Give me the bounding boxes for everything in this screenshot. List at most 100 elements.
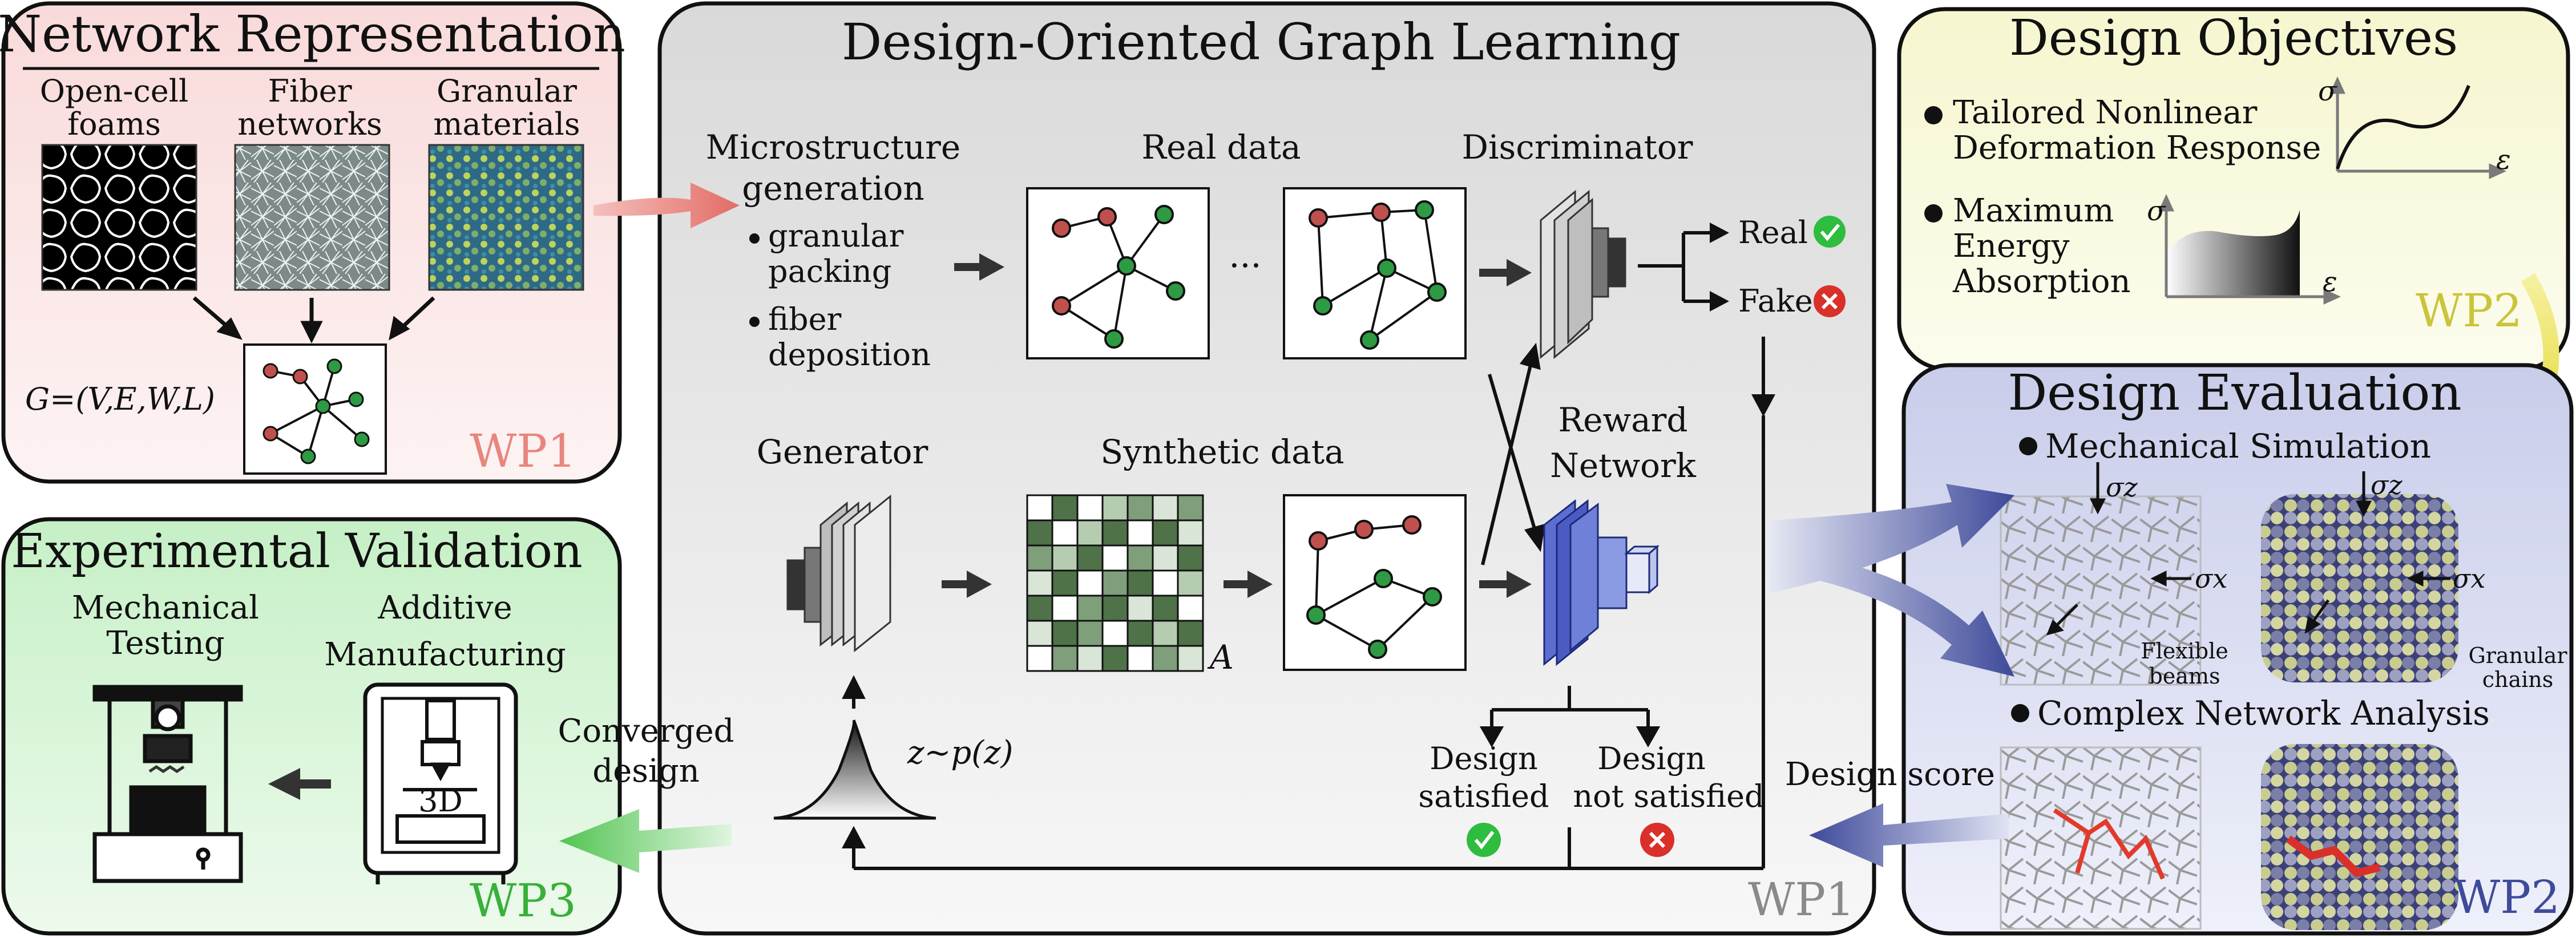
fiber-critical-path — [2053, 808, 2165, 880]
objective-1-line2: Deformation Response — [1953, 130, 2321, 167]
matrix-cell — [1051, 620, 1079, 647]
bullet-granular-line2: packing — [768, 253, 891, 289]
energy-curve-icon — [2158, 193, 2341, 305]
testing-machine-icon — [92, 685, 243, 883]
discriminator-split — [1638, 223, 1729, 312]
objectives-panel-title: Design Objectives — [2009, 10, 2458, 67]
evaluation-wp-label: WP2 — [2453, 871, 2560, 924]
mech-testing-line1: Mechanical — [72, 589, 259, 626]
matrix-cell — [1051, 494, 1079, 521]
matrix-cell — [1076, 645, 1104, 672]
fiber-sigma-x: σx — [2195, 563, 2227, 594]
objective-2-line3: Absorption — [1952, 263, 2131, 300]
small-graph — [263, 358, 370, 464]
to-matrix-arrow — [942, 571, 992, 598]
feedback-loop — [842, 337, 1775, 870]
matrix-cell — [1026, 544, 1053, 572]
objective-2-line1: Maximum — [1953, 192, 2114, 229]
graph-formula: G=(V,E,W,L) — [25, 381, 215, 417]
flexible-beams-line2: beams — [2149, 664, 2220, 689]
real-output-label: Real — [1738, 215, 1808, 250]
matrix-cell — [1177, 645, 1204, 672]
objective-2-sigma: σ — [2147, 195, 2166, 227]
to-reward-arrow — [1479, 571, 1532, 598]
network-wp-label: WP1 — [470, 424, 576, 478]
matrix-cell — [1101, 645, 1129, 672]
converged-design-line2: design — [592, 753, 700, 790]
granular-analysis-cube — [2261, 744, 2458, 930]
mech-testing-line2: Testing — [106, 625, 224, 662]
matrix-cell — [1051, 544, 1079, 572]
reward-label-line1: Reward — [1558, 401, 1687, 439]
matrix-cell — [1026, 645, 1053, 672]
matrix-cell — [1127, 569, 1154, 597]
fiber-label-line2: networks — [237, 106, 382, 142]
network-panel-title: Network Representation — [0, 5, 625, 63]
objectives-wp-label: WP2 — [2416, 284, 2522, 337]
objective-1-line1: Tailored Nonlinear — [1953, 94, 2258, 131]
matrix-cell — [1076, 544, 1104, 572]
objective-2-line2: Energy — [1953, 228, 2070, 265]
matrix-cell — [1152, 645, 1179, 672]
granular-label-line1: Granular — [437, 73, 577, 109]
matrix-cell — [1152, 620, 1179, 647]
granular-image — [428, 144, 584, 291]
matrix-cell — [1076, 494, 1104, 521]
validation-wp-label: WP3 — [470, 874, 576, 927]
matrix-cell — [1127, 595, 1154, 622]
real-graph-1 — [1052, 205, 1185, 349]
matrix-cell — [1026, 595, 1053, 622]
matrix-cell — [1127, 620, 1154, 647]
bullet-fiber-line2: deposition — [768, 337, 931, 373]
fake-cross-icon — [1814, 285, 1846, 317]
matrix-cell — [1152, 494, 1179, 521]
matrix-label: A — [1207, 638, 1234, 677]
granular-chains-line2: chains — [2482, 667, 2554, 692]
design-evaluation-panel: Design Evaluation Mechanical Simulation … — [1901, 363, 2574, 936]
reward-label-line2: Network — [1550, 446, 1697, 485]
matrix-cell — [1101, 595, 1129, 622]
matrix-cell — [1152, 595, 1179, 622]
converged-design-arrow — [559, 809, 732, 873]
matrix-cell — [1152, 519, 1179, 547]
matrix-cell — [1101, 620, 1129, 647]
matrix-cell — [1051, 519, 1079, 547]
convergence-arrows — [192, 296, 435, 343]
granular-label-line2: materials — [433, 106, 580, 142]
matrix-cell — [1101, 519, 1129, 547]
matrix-cell — [1076, 595, 1104, 622]
matrix-cell — [1101, 569, 1129, 597]
granular-chains-line1: Granular — [2468, 643, 2567, 668]
to-evaluation-arrows — [1769, 484, 2014, 677]
matrix-cell — [1177, 595, 1204, 622]
fake-output-label: Fake — [1738, 283, 1813, 319]
design-objectives-panel: Design Objectives Tailored Nonlinear Def… — [1897, 7, 2570, 371]
design-satisfied-line1: Design — [1430, 741, 1538, 777]
matrix-cell — [1076, 569, 1104, 597]
granular-load-arrows — [2304, 471, 2450, 634]
matrix-cell — [1152, 544, 1179, 572]
cross-arrows — [1481, 342, 1545, 565]
real-data-ellipsis: ··· — [1229, 246, 1261, 286]
matrix-cell — [1177, 620, 1204, 647]
real-graph-box-1 — [1026, 187, 1210, 359]
evaluation-panel-title: Design Evaluation — [2008, 365, 2461, 422]
learning-wp-label: WP1 — [1748, 873, 1855, 926]
matrix-cell — [1026, 494, 1053, 521]
fiber-load-arrows — [2046, 462, 2191, 636]
generator-label: Generator — [757, 432, 928, 471]
matrix-cell — [1051, 645, 1079, 672]
design-score-arrow — [1809, 803, 2009, 867]
objective-1-sigma: σ — [2318, 75, 2337, 107]
matrix-cell — [1177, 494, 1204, 521]
additive-line1: Additive — [377, 589, 512, 626]
response-curve-icon — [2329, 76, 2507, 179]
granular-force-chain — [2286, 835, 2381, 878]
matrix-cell — [1127, 519, 1154, 547]
latent-label: z~p(z) — [907, 734, 1013, 771]
to-discriminator-arrow — [1479, 259, 1532, 286]
matrix-cell — [1177, 544, 1204, 572]
real-data-label: Real data — [1141, 128, 1301, 167]
network-representation-panel: Network Representation Open-cell foams F… — [0, 1, 625, 484]
design-not-satisfied-line1: Design — [1597, 741, 1706, 777]
